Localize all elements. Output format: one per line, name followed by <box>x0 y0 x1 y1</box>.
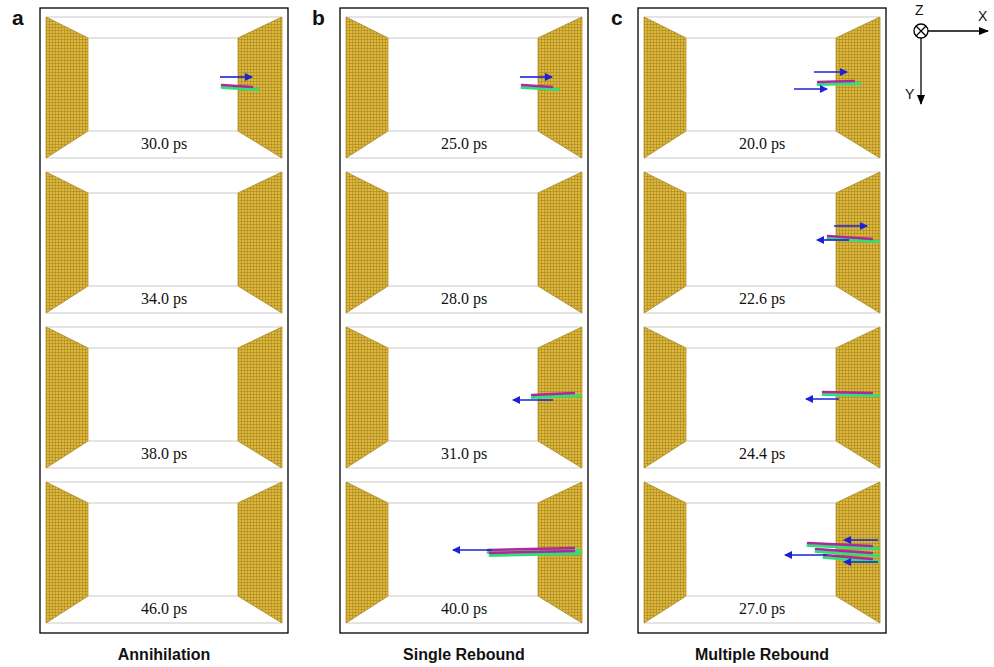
streak-magenta <box>823 392 872 393</box>
wall <box>836 17 880 158</box>
case-title: Annihilation <box>118 646 210 664</box>
wall <box>644 17 686 158</box>
sim-frame <box>644 482 880 623</box>
box-edges <box>644 172 880 313</box>
sim-frame <box>46 482 282 623</box>
streak-green <box>823 395 878 396</box>
case-title: Single Rebound <box>403 646 525 664</box>
velocity-arrow <box>794 88 827 90</box>
axis-label: Z <box>915 2 924 18</box>
velocity-arrow <box>220 76 252 78</box>
box-edges <box>644 482 880 623</box>
wall <box>346 482 388 623</box>
velocity-arrow <box>817 239 849 241</box>
box-edges <box>46 482 282 623</box>
time-label: 40.0 ps <box>439 600 489 618</box>
velocity-arrow <box>844 561 878 563</box>
axis-triad <box>914 24 988 104</box>
velocity-arrow <box>844 539 878 541</box>
time-label: 28.0 ps <box>439 290 489 308</box>
box-edges <box>346 172 582 313</box>
time-label: 46.0 ps <box>139 600 189 618</box>
sim-frame <box>644 17 880 158</box>
panel-border <box>40 8 288 633</box>
streak-magenta <box>828 236 872 239</box>
sim-frame <box>644 327 880 468</box>
panel-letter: c <box>611 6 623 30</box>
streak-magenta <box>816 549 872 553</box>
streak-magenta <box>488 548 574 550</box>
wall <box>46 172 88 313</box>
wall <box>644 172 686 313</box>
box-edges <box>46 17 282 158</box>
box-edges <box>346 327 582 468</box>
sim-frame <box>346 482 582 623</box>
sim-frame <box>644 172 880 313</box>
panel-border <box>340 8 588 633</box>
wall <box>538 172 582 313</box>
time-label: 22.6 ps <box>737 290 787 308</box>
streak-magenta <box>818 81 854 82</box>
time-label: 38.0 ps <box>139 445 189 463</box>
wall <box>46 482 88 623</box>
wall <box>46 327 88 468</box>
time-label: 24.4 ps <box>737 445 787 463</box>
velocity-arrow <box>785 554 827 556</box>
box-edges <box>346 482 582 623</box>
sim-frame <box>346 327 582 468</box>
wall <box>346 172 388 313</box>
velocity-arrow <box>513 399 553 401</box>
box-edges <box>346 17 582 158</box>
time-label: 20.0 ps <box>737 135 787 153</box>
wall <box>836 327 880 468</box>
box-edges <box>644 17 880 158</box>
wall <box>346 17 388 158</box>
velocity-arrow <box>806 398 839 400</box>
streak-magenta <box>532 393 574 395</box>
velocity-arrow <box>834 225 867 227</box>
streak-green <box>818 84 860 85</box>
velocity-arrow <box>520 76 552 78</box>
velocity-arrow <box>814 71 847 73</box>
box-edges <box>46 172 282 313</box>
streak-magenta <box>222 85 252 87</box>
box-edges <box>644 327 880 468</box>
wall <box>346 327 388 468</box>
panel-border <box>638 8 886 633</box>
wall <box>644 482 686 623</box>
case-title: Multiple Rebound <box>695 646 829 664</box>
streak-magenta <box>490 551 574 553</box>
wall <box>238 172 282 313</box>
streak-magenta <box>808 543 872 546</box>
streak-magenta <box>824 555 872 559</box>
box-edges <box>46 327 282 468</box>
sim-frame <box>346 17 582 158</box>
panel-letter: a <box>12 6 24 30</box>
velocity-arrow <box>453 549 492 551</box>
time-label: 30.0 ps <box>139 135 189 153</box>
wall <box>644 327 686 468</box>
sim-frame <box>46 17 282 158</box>
wall <box>238 327 282 468</box>
wall <box>46 17 88 158</box>
time-label: 25.0 ps <box>439 135 489 153</box>
time-label: 27.0 ps <box>737 600 787 618</box>
wall <box>238 482 282 623</box>
axis-label: X <box>978 8 987 24</box>
time-label: 31.0 ps <box>439 445 489 463</box>
axis-label: Y <box>905 86 914 102</box>
time-label: 34.0 ps <box>139 290 189 308</box>
panel-letter: b <box>312 6 325 30</box>
sim-frame <box>346 172 582 313</box>
streak-magenta <box>522 85 552 87</box>
sim-frame <box>46 327 282 468</box>
sim-frame <box>46 172 282 313</box>
